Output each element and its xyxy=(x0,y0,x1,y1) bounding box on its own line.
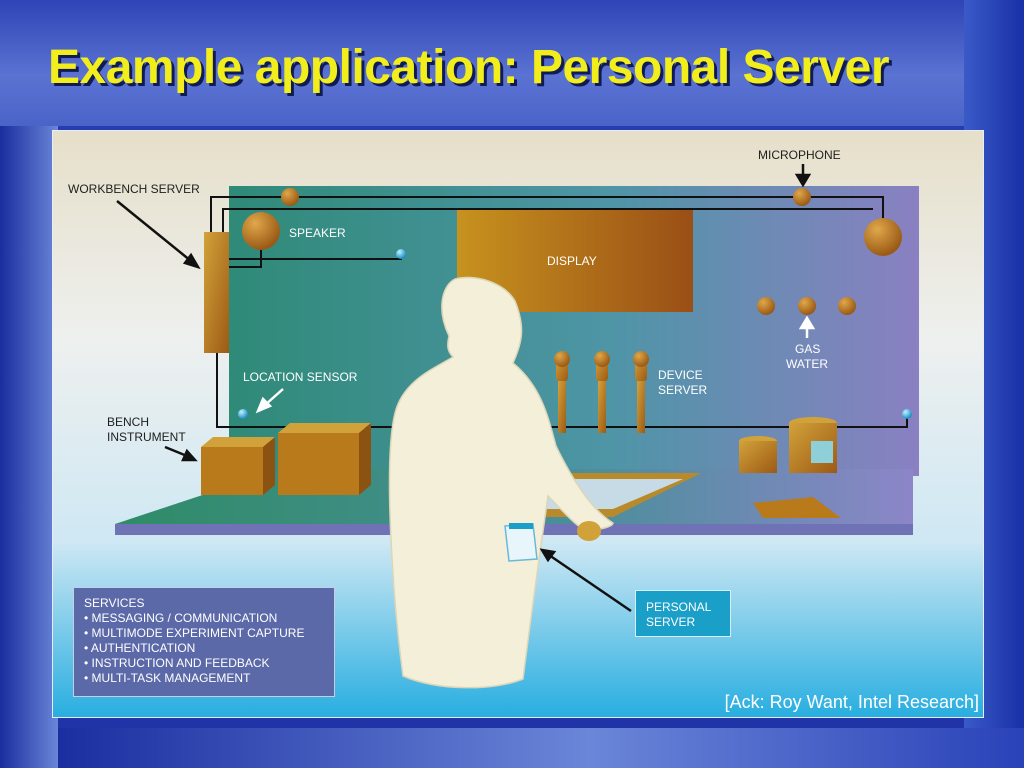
label-display: DISPLAY xyxy=(547,254,597,268)
label-personal-server-line1: PERSONAL xyxy=(646,600,730,615)
services-item: • INSTRUCTION AND FEEDBACK xyxy=(84,656,326,671)
services-item: • MESSAGING / COMMUNICATION xyxy=(84,611,326,626)
services-item: • MULTIMODE EXPERIMENT CAPTURE xyxy=(84,626,326,641)
label-water: WATER xyxy=(786,357,828,371)
personal-server-label-box: PERSONAL SERVER xyxy=(635,590,731,637)
personal-server-device xyxy=(505,524,537,561)
label-personal-server-line2: SERVER xyxy=(646,615,730,630)
services-heading: SERVICES xyxy=(84,596,326,611)
label-device-server-line1: DEVICE xyxy=(658,368,703,382)
label-gas: GAS xyxy=(795,342,820,356)
label-bench-instrument-line1: BENCH xyxy=(107,415,149,429)
bottom-bar xyxy=(58,728,1024,768)
label-speaker: SPEAKER xyxy=(289,226,346,240)
label-workbench-server: WORKBENCH SERVER xyxy=(68,182,200,196)
acknowledgement-text: [Ack: Roy Want, Intel Research] xyxy=(725,692,979,713)
label-device-server-line2: SERVER xyxy=(658,383,707,397)
label-bench-instrument-line2: INSTRUMENT xyxy=(107,430,186,444)
services-item: • MULTI-TASK MANAGEMENT xyxy=(84,671,326,686)
services-box: SERVICES • MESSAGING / COMMUNICATION • M… xyxy=(73,587,335,697)
services-item: • AUTHENTICATION xyxy=(84,641,326,656)
label-microphone: MICROPHONE xyxy=(758,148,841,162)
slide-title: Example application: Personal Server xyxy=(48,40,889,95)
left-band xyxy=(0,126,58,768)
personal-server-illustration: WORKBENCH SERVER MICROPHONE SPEAKER DISP… xyxy=(52,130,984,718)
label-location-sensor: LOCATION SENSOR xyxy=(243,370,357,384)
microphone-device xyxy=(793,188,811,206)
speaker-device xyxy=(242,212,280,250)
workbench-server-unit xyxy=(204,232,229,353)
